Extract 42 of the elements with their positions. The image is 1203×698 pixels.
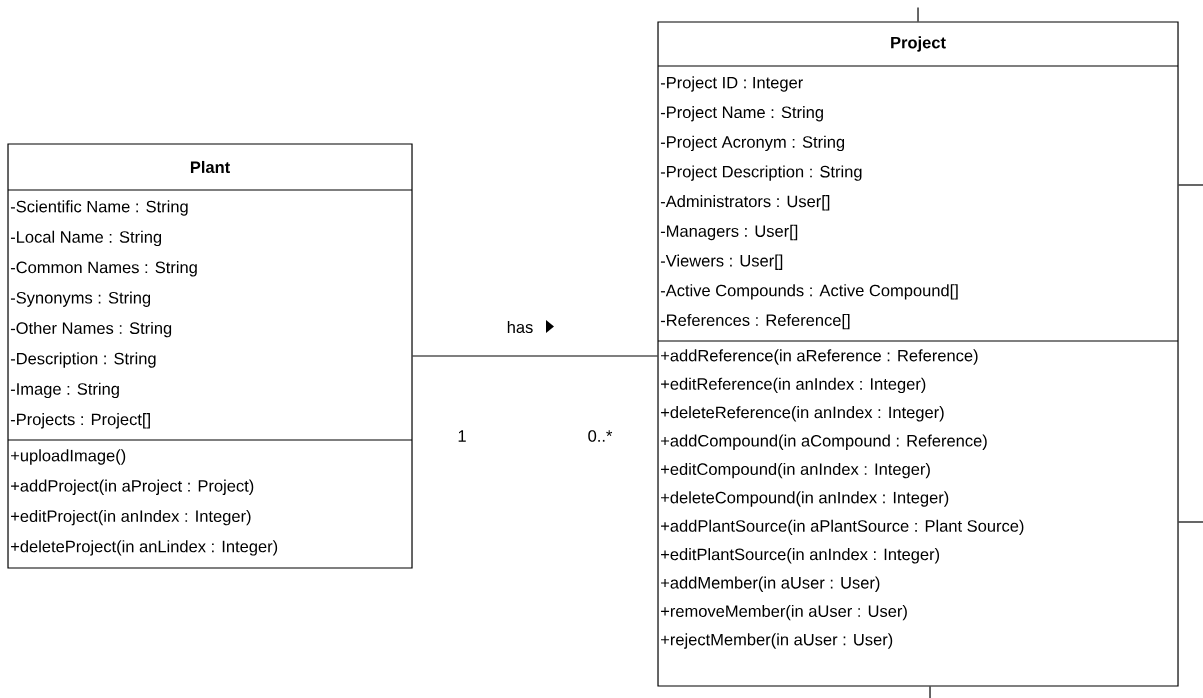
attribute-text: -Image : String (10, 382, 119, 399)
attribute-text: -Synonyms : String (10, 291, 151, 307)
attribute-text: -Scientific Name : String (10, 200, 188, 216)
method-text: +addPlantSource(in aPlantSource : Plant Source) (661, 519, 1024, 536)
method-text: +addCompound(in aCompound : Reference) (661, 434, 987, 450)
class-name: Project (891, 36, 946, 52)
method-text: +uploadImage() (11, 449, 126, 465)
attribute-text: -Common Names : String (10, 261, 197, 277)
attribute-text: -Projects : Project[] (10, 413, 150, 429)
method-text: +deleteCompound(in anIndex : Integer) (661, 491, 949, 507)
attribute-text: -Active Compounds : Active Compound[] (660, 284, 958, 300)
method-text: +deleteReference(in anIndex : Integer) (661, 406, 944, 422)
attribute-text: -References : Reference[] (660, 313, 850, 330)
association-line (929, 686, 931, 698)
class-name: Plant (190, 160, 230, 174)
attribute-text: -Project ID : Integer (660, 76, 803, 92)
method-text: +editCompound(in anIndex : Integer) (661, 462, 930, 479)
method-text: +addReference(in aReference : Reference) (661, 349, 978, 365)
method-text: +addProject(in aProject : Project) (11, 479, 254, 495)
method-text: +editProject(in anIndex : Integer) (11, 509, 251, 526)
association-line (917, 6, 919, 22)
attribute-text: -Administrators : User[] (660, 195, 830, 211)
attribute-text: -Local Name : String (10, 230, 162, 247)
method-text: +editReference(in anIndex : Integer) (661, 377, 926, 394)
attribute-text: -Project Description : String (660, 165, 862, 181)
multiplicity-label: 0..* (588, 430, 613, 442)
edge-label: has (505, 319, 535, 335)
attribute-text: -Other Names : String (10, 321, 172, 338)
attribute-text: -Managers : User[] (660, 224, 798, 241)
association-line (1178, 521, 1203, 523)
method-text: +addMember(in aUser : User) (661, 576, 880, 592)
method-text: +deleteProject(in anLindex : Integer) (11, 540, 278, 556)
method-text: +editPlantSource(in anIndex : Integer) (661, 548, 940, 564)
attribute-text: -Description : String (10, 352, 156, 368)
attribute-text: -Project Name : String (660, 106, 823, 122)
association-line (1178, 184, 1203, 186)
association-line (412, 355, 658, 357)
multiplicity-label: 1 (458, 430, 466, 442)
method-text: +rejectMember(in aUser : User) (661, 633, 893, 649)
method-text: +removeMember(in aUser : User) (661, 604, 907, 621)
attribute-text: -Viewers : User[] (660, 254, 783, 270)
attribute-text: -Project Acronym : String (660, 135, 845, 152)
